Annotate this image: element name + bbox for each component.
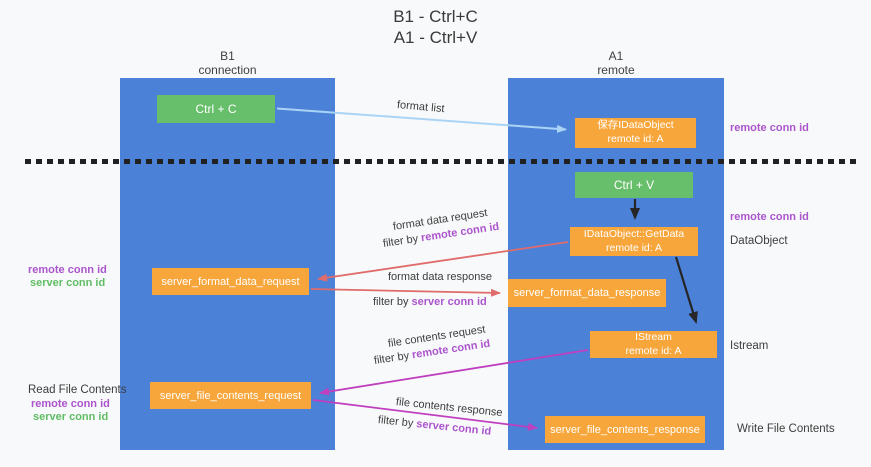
lane-b1-name: B1 xyxy=(220,49,235,63)
getdata-line1: IDataObject::GetData xyxy=(583,227,685,240)
getdata-line2: remote id: A xyxy=(605,241,663,254)
server-format-data-request-label: server_format_data_request xyxy=(161,275,300,288)
file-contents-response-label: file contents response xyxy=(395,396,504,420)
left-server-conn-id-2-label: server conn id xyxy=(33,411,109,423)
ctrl-v-box: Ctrl + V xyxy=(575,172,693,198)
right-dataobject-label: DataObject xyxy=(730,235,788,247)
server-file-contents-response-box: server_file_contents_response xyxy=(545,416,705,443)
arrow-format-data-response xyxy=(310,288,501,297)
lane-a1-name: A1 xyxy=(608,49,624,63)
left-server-conn-id-1-label: server conn id xyxy=(30,277,106,289)
server-file-contents-request-box: server_file_contents_request xyxy=(150,382,311,409)
istream-line2: remote id: A xyxy=(625,344,682,357)
diagram-title: B1 - Ctrl+C A1 - Ctrl+V xyxy=(0,7,871,48)
format-list-label: format list xyxy=(396,99,446,116)
ctrl-c-box: Ctrl + C xyxy=(157,95,275,123)
save-dataobject-box: 保存IDataObject remote id: A xyxy=(575,118,696,148)
server-format-data-request-box: server_format_data_request xyxy=(152,268,309,295)
save-dataobject-line2: remote id: A xyxy=(607,133,664,145)
ctrl-c-label: Ctrl + C xyxy=(195,102,237,116)
title-line-1: B1 - Ctrl+C xyxy=(393,7,478,26)
title-line-2: A1 - Ctrl+V xyxy=(393,27,478,47)
save-dataobject-line1: 保存IDataObject xyxy=(597,119,674,132)
ctrl-v-label: Ctrl + V xyxy=(613,178,655,192)
left-remote-conn-id-1-label: remote conn id xyxy=(28,264,107,276)
left-read-file-contents-label: Read File Contents xyxy=(28,384,127,396)
right-istream-label: Istream xyxy=(730,340,769,352)
format-data-response-filter-label: filter by server conn id xyxy=(373,296,487,308)
server-conn-id-text: server conn id xyxy=(411,296,487,308)
dashed-divider-line xyxy=(25,159,861,164)
right-remote-conn-id-mid-label: remote conn id xyxy=(730,211,809,223)
istream-line1: IStream xyxy=(635,330,672,343)
filter-by-text: filter by xyxy=(377,414,414,430)
server-conn-id-text: server conn id xyxy=(415,418,492,438)
filter-by-text: filter by xyxy=(382,232,419,250)
istream-box: IStream remote id: A xyxy=(590,331,717,358)
left-remote-conn-id-2-label: remote conn id xyxy=(31,398,110,410)
lane-a1-role: remote xyxy=(597,62,635,77)
server-format-data-response-label: server_format_data_response xyxy=(513,287,661,299)
getdata-box: IDataObject::GetData remote id: A xyxy=(570,227,698,256)
filter-by-text: filter by xyxy=(373,296,409,308)
format-data-response-label: format data response xyxy=(388,271,492,283)
server-file-contents-response-label: server_file_contents_response xyxy=(550,423,700,436)
file-contents-response-filter-label: filter by server conn id xyxy=(377,414,491,438)
server-file-contents-request-label: server_file_contents_request xyxy=(159,389,302,402)
server-format-data-response-box: server_format_data_response xyxy=(508,279,666,307)
filter-by-text: filter by xyxy=(373,349,410,367)
lane-b1-role: connection xyxy=(198,62,257,77)
lane-header-b1: B1 connection xyxy=(120,49,335,78)
right-write-file-contents-label: Write File Contents xyxy=(737,423,835,435)
lane-header-a1: A1 remote xyxy=(508,49,724,78)
right-remote-conn-id-top-label: remote conn id xyxy=(730,122,809,134)
